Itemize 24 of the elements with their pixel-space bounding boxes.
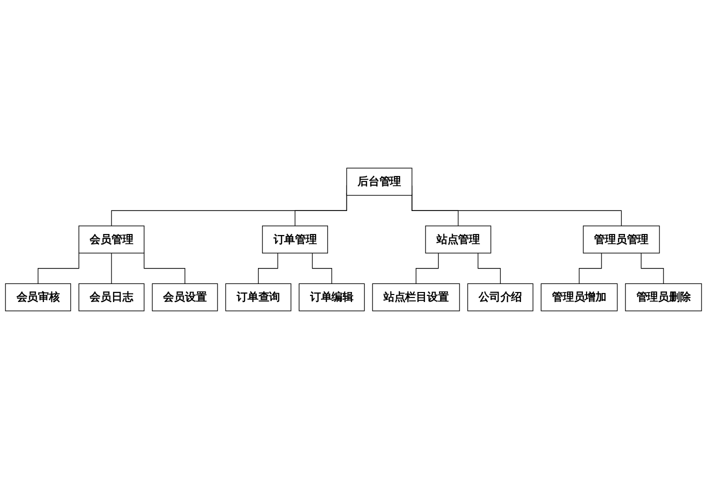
connector [38,252,80,284]
node-box: 会员日志 [78,283,144,312]
connector [111,252,112,284]
node-box: 公司介绍 [467,283,534,312]
connector [478,252,501,284]
connector [144,252,186,284]
node-box: 管理员增加 [540,283,618,312]
connector [416,252,439,284]
node-box: 订单查询 [225,283,292,312]
connector [578,252,602,284]
connector [258,252,278,284]
node-box: 站点管理 [425,226,492,254]
node-box: 会员审核 [5,283,72,312]
node-box: 会员设置 [152,283,218,312]
node-box: 订单管理 [262,226,328,254]
node-box: 后台管理 [346,168,412,196]
node-box: 管理员删除 [625,283,702,312]
node-box: 会员管理 [78,226,144,254]
node-box: 管理员管理 [582,226,660,254]
connector [640,252,664,284]
connector [294,192,348,226]
node-box: 订单编辑 [298,283,365,312]
connector [312,252,332,284]
node-box: 站点栏目设置 [372,283,460,312]
